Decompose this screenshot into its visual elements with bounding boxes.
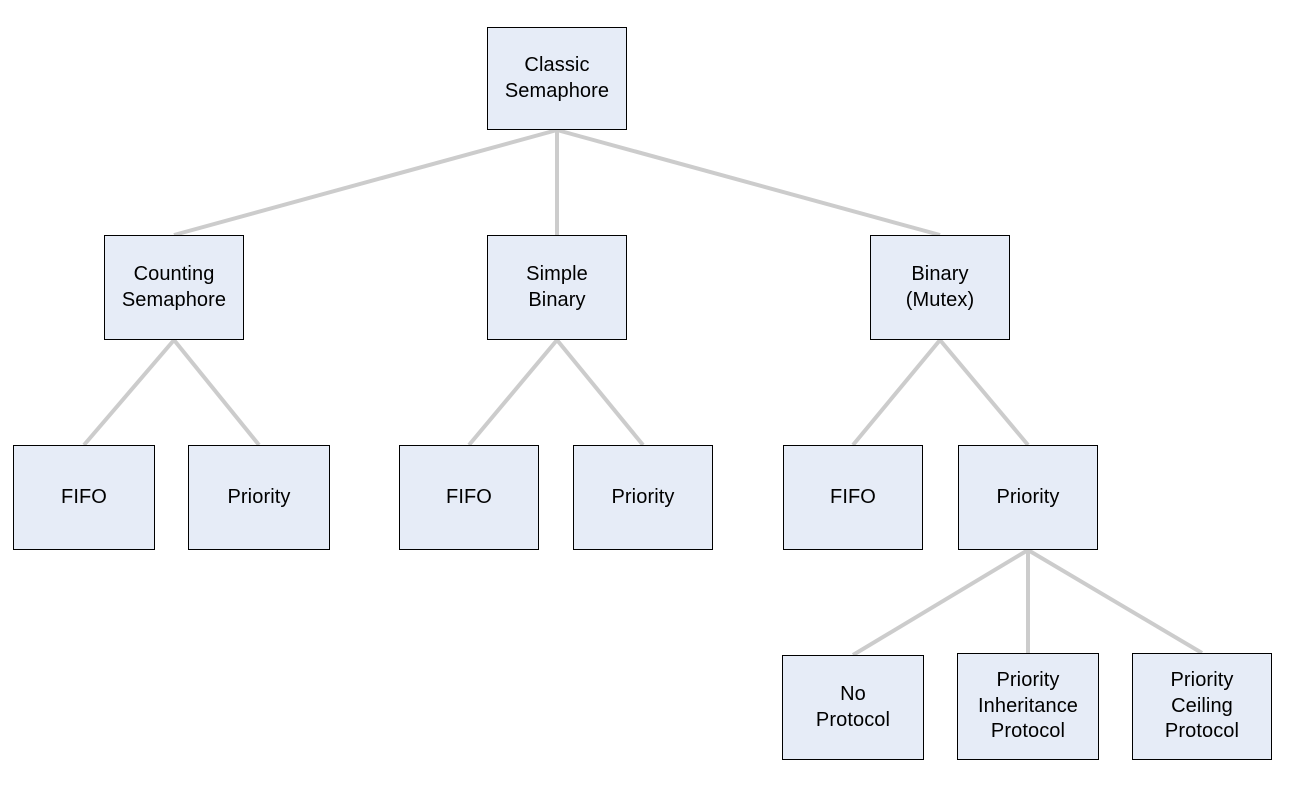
- node-s-prio[interactable]: Priority: [573, 445, 713, 550]
- edge-counting-to-c-fifo: [82, 338, 176, 447]
- edge-mutex-to-m-fifo: [851, 338, 942, 447]
- node-label-pcp: Priority Ceiling Protocol: [1164, 669, 1240, 743]
- node-simple[interactable]: Simple Binary: [487, 235, 627, 340]
- node-label-classic: Classic Semaphore: [504, 53, 610, 102]
- edge-counting-to-c-prio: [172, 338, 261, 447]
- edge-simple-to-s-prio: [555, 338, 645, 447]
- edge-classic-to-counting: [173, 128, 558, 237]
- edge-m-prio-to-pcp: [1026, 548, 1204, 655]
- node-counting[interactable]: Counting Semaphore: [104, 235, 244, 340]
- node-c-fifo[interactable]: FIFO: [13, 445, 155, 550]
- node-c-prio[interactable]: Priority: [188, 445, 330, 550]
- node-label-c-fifo: FIFO: [61, 485, 107, 508]
- node-label-mutex: Binary (Mutex): [905, 262, 975, 311]
- node-label-m-fifo: FIFO: [830, 485, 876, 508]
- node-classic[interactable]: Classic Semaphore: [487, 27, 627, 130]
- node-s-fifo[interactable]: FIFO: [399, 445, 539, 550]
- node-label-pip: Priority Inheritance Protocol: [977, 669, 1079, 743]
- node-m-fifo[interactable]: FIFO: [783, 445, 923, 550]
- node-pcp[interactable]: Priority Ceiling Protocol: [1132, 653, 1272, 760]
- node-label-no-proto: No Protocol: [815, 682, 891, 731]
- node-label-counting: Counting Semaphore: [121, 262, 227, 311]
- node-mutex[interactable]: Binary (Mutex): [870, 235, 1010, 340]
- node-pip[interactable]: Priority Inheritance Protocol: [957, 653, 1099, 760]
- node-label-c-prio: Priority: [227, 485, 291, 508]
- node-m-prio[interactable]: Priority: [958, 445, 1098, 550]
- node-label-s-fifo: FIFO: [446, 485, 492, 508]
- node-no-proto[interactable]: No Protocol: [782, 655, 924, 760]
- node-label-simple: Simple Binary: [526, 262, 588, 311]
- edge-m-prio-to-no-proto: [851, 548, 1030, 657]
- edge-simple-to-s-fifo: [467, 338, 559, 447]
- edge-mutex-to-m-prio: [938, 338, 1030, 447]
- node-label-m-prio: Priority: [996, 485, 1060, 508]
- edge-classic-to-mutex: [556, 128, 941, 237]
- node-label-s-prio: Priority: [611, 485, 675, 508]
